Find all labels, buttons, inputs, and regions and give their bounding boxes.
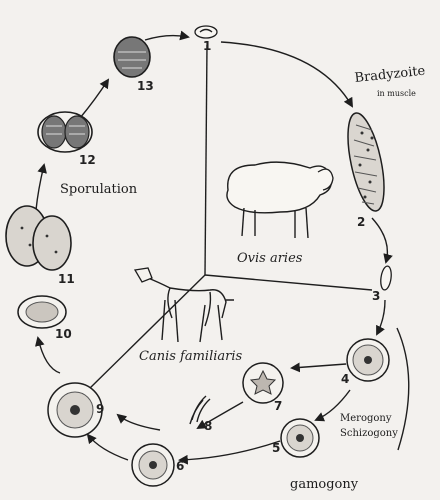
intermediate-host-label: Ovis aries xyxy=(237,251,303,266)
stage-13-sporocyst xyxy=(113,36,151,78)
stage-7-number: 7 xyxy=(274,399,282,413)
stage-4-number: 4 xyxy=(341,372,349,386)
stage-12-number: 12 xyxy=(79,153,96,167)
stage-4-cell xyxy=(346,338,390,382)
stage-3-number: 3 xyxy=(372,289,380,303)
stage-12-sporulated-oocyst xyxy=(37,111,93,153)
bradyzoite-label: Bradyzoite xyxy=(354,64,426,86)
stage-8-number: 8 xyxy=(204,419,212,433)
dog-illustration xyxy=(133,267,234,343)
stage-5-number: 5 xyxy=(272,441,280,455)
stage-8-microgametes xyxy=(189,395,211,425)
sheep-illustration xyxy=(226,161,334,239)
merogony-label: Merogony xyxy=(340,413,392,424)
stage-10-number: 10 xyxy=(55,327,72,341)
definitive-host-label: Canis familiaris xyxy=(139,349,243,364)
gamogony-label: gamogony xyxy=(290,477,359,492)
stage-3-zoite xyxy=(380,265,392,291)
stage-11-sporocysts xyxy=(5,205,72,271)
stage-1-number: 1 xyxy=(203,39,211,53)
stage-11-number: 11 xyxy=(58,272,75,286)
in-muscle-label: in muscle xyxy=(377,89,416,98)
stage-5-cell xyxy=(280,418,320,458)
stage-10-oocyst xyxy=(17,295,67,329)
stage-1-sporocyst xyxy=(194,25,218,39)
cycle-arrows xyxy=(35,30,410,465)
stage-6-cell xyxy=(131,443,175,487)
sporulation-label: Sporulation xyxy=(60,182,138,197)
stage-2-number: 2 xyxy=(357,215,365,229)
stage-9-number: 9 xyxy=(96,402,104,416)
stage-6-number: 6 xyxy=(176,459,184,473)
stage-2-muscle-cyst xyxy=(347,112,385,212)
host-divider-lines xyxy=(87,44,373,391)
schizogony-label: Schizogony xyxy=(340,428,398,439)
stage-13-number: 13 xyxy=(137,79,154,93)
stage-7-macrogamete xyxy=(242,362,284,404)
stage-9-cell xyxy=(47,382,103,438)
